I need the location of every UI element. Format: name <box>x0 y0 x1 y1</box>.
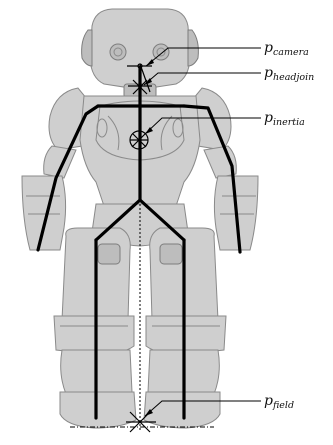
label-camera: pcamera <box>264 40 309 58</box>
label-inertia: pinertia <box>264 110 305 128</box>
right-knee <box>146 316 226 354</box>
left-knee <box>54 316 134 354</box>
left-eye <box>110 44 126 60</box>
left-ear <box>82 30 92 66</box>
left-foot <box>60 392 136 428</box>
right-eye-camera <box>153 44 169 60</box>
left-forearm <box>22 176 66 250</box>
label-headjoint: pheadjoin <box>264 65 314 83</box>
label-field: pfield <box>264 393 294 411</box>
